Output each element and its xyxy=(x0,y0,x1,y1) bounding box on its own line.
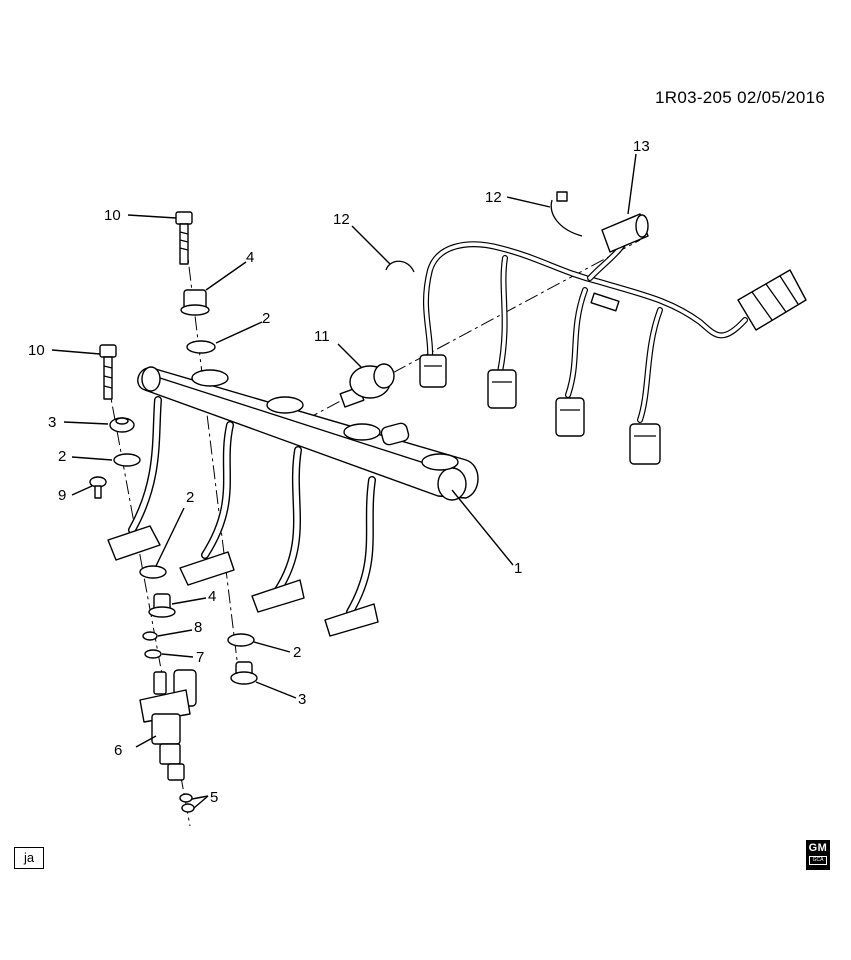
injector-pipes xyxy=(107,396,379,637)
callout-12-left: 12 xyxy=(333,211,350,228)
callout-5: 5 xyxy=(210,789,218,806)
callout-4-lower: 4 xyxy=(208,588,216,605)
fuel-pressure-sensor xyxy=(339,363,395,408)
callout-12-right: 12 xyxy=(485,189,502,206)
injector-connector-1 xyxy=(419,354,447,388)
wiring-harness xyxy=(422,229,807,423)
harness-connector-main xyxy=(737,269,807,331)
callout-13: 13 xyxy=(633,138,650,155)
callout-11: 11 xyxy=(314,328,330,345)
harness-clip-left xyxy=(385,260,415,273)
ring-7 xyxy=(144,649,162,659)
seal-right xyxy=(227,633,255,647)
callout-8: 8 xyxy=(194,619,202,636)
insulator-left xyxy=(109,417,135,433)
callout-6: 6 xyxy=(114,742,122,759)
callout-1: 1 xyxy=(514,560,522,577)
bolt-upper xyxy=(175,211,193,265)
leader-lines xyxy=(51,153,637,809)
gm-logo-text: GM xyxy=(808,842,828,854)
o-ring-8 xyxy=(142,631,158,641)
screw-9 xyxy=(89,476,107,499)
seal-upper xyxy=(186,340,216,354)
harness-clip-right xyxy=(550,199,583,237)
callout-3-left: 3 xyxy=(48,414,56,431)
spacer-lower xyxy=(148,593,176,618)
seal-middle xyxy=(139,565,167,579)
insulator-right xyxy=(230,661,258,685)
gm-logo: GM GCA xyxy=(806,840,830,870)
callouts: 10 4 2 10 11 12 12 13 3 2 9 2 4 8 7 2 3 … xyxy=(28,138,650,806)
callout-2-middle: 2 xyxy=(186,489,194,506)
callout-10-upper: 10 xyxy=(104,207,121,224)
spacer-upper xyxy=(180,289,210,316)
callout-2-left: 2 xyxy=(58,448,66,465)
callout-3-right: 3 xyxy=(298,691,306,708)
callout-2-upper: 2 xyxy=(262,310,270,327)
fuel-injector xyxy=(139,669,197,813)
callout-2-right: 2 xyxy=(293,644,301,661)
gm-logo-subtext: GCA xyxy=(809,856,827,865)
harness-tape xyxy=(590,292,620,312)
injector-connector-3 xyxy=(555,397,585,437)
fuel-rail xyxy=(137,366,479,501)
sensor-13 xyxy=(601,213,649,253)
diagram-tag: ja xyxy=(14,847,44,869)
seal-left xyxy=(113,453,141,467)
injector-connector-2 xyxy=(487,369,517,409)
injector-connector-4 xyxy=(629,423,661,465)
center-lines xyxy=(107,239,641,827)
callout-7: 7 xyxy=(196,649,204,666)
callout-4-upper: 4 xyxy=(246,249,254,266)
callout-10-lower: 10 xyxy=(28,342,45,359)
callout-9: 9 xyxy=(58,487,66,504)
diagram-code: 1R03-205 02/05/2016 xyxy=(655,88,826,107)
bolt-lower xyxy=(99,344,117,400)
